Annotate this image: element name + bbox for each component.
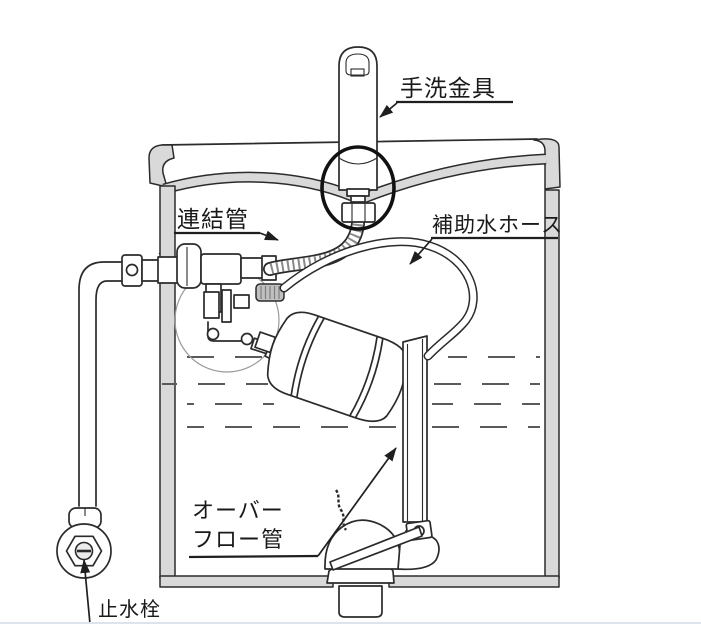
aux-hose-core bbox=[281, 238, 477, 359]
connecting-pipe-hose bbox=[263, 217, 365, 276]
wall-pass-through bbox=[157, 256, 179, 284]
label-renketsukan-arrow bbox=[259, 230, 279, 241]
pilot-part bbox=[233, 294, 250, 309]
supply-pipe-outer-line bbox=[78, 261, 127, 507]
knurl-lines bbox=[260, 286, 280, 299]
flapper-chain bbox=[334, 489, 348, 531]
hex-nut-facets bbox=[351, 203, 366, 222]
tank-body bbox=[159, 185, 560, 588]
label-hojosui-hose: 補助水ホース bbox=[409, 214, 563, 265]
lid-band-right bbox=[362, 155, 547, 202]
pilot-part bbox=[203, 291, 220, 319]
fill-valve-outlet bbox=[240, 257, 264, 279]
label-overflow-line2: フロー管 bbox=[192, 527, 284, 552]
flush-valve-flapper bbox=[324, 489, 440, 618]
spout-washer bbox=[350, 195, 366, 203]
supply-pipe-inner-line bbox=[95, 280, 127, 507]
tank-floor-right bbox=[388, 575, 560, 588]
tank-right-wall bbox=[544, 189, 560, 579]
overflow-pipe-walls bbox=[406, 339, 424, 521]
handwash-spout bbox=[320, 46, 396, 231]
pilot-part bbox=[221, 289, 232, 323]
pilot-pivot bbox=[240, 332, 254, 346]
lid-right-cap bbox=[533, 138, 561, 190]
fill-valve-flange bbox=[176, 243, 202, 289]
label-overflow-pipe: オーバー フロー管 bbox=[188, 447, 397, 559]
label-renketsukan-text: 連結管 bbox=[177, 206, 249, 232]
label-overflow-line1: オーバー bbox=[192, 498, 284, 523]
page-edge-line bbox=[0, 622, 701, 624]
label-overflow-arrow bbox=[317, 447, 397, 557]
spout-locknut bbox=[346, 188, 370, 197]
overflow-pipe bbox=[402, 335, 428, 523]
tank-floor-left bbox=[159, 575, 334, 588]
water-level-dashes bbox=[162, 355, 540, 429]
corrugated-hose-ridges bbox=[268, 223, 364, 275]
label-hojosui-arrow bbox=[409, 238, 433, 265]
spout-base-arc bbox=[338, 157, 378, 165]
lid-left-cap bbox=[148, 144, 175, 188]
label-shisuisen: 止水栓 bbox=[80, 559, 161, 625]
tank-lid bbox=[148, 138, 561, 255]
label-handwash-text: 手洗金具 bbox=[400, 75, 496, 101]
overflow-pipe-tube bbox=[402, 335, 428, 523]
spout-hex-nut bbox=[341, 202, 376, 223]
label-overflow-underline bbox=[188, 554, 319, 559]
stop-valve bbox=[56, 507, 112, 579]
spout-mouth-arc bbox=[345, 53, 370, 76]
fitting-highlight-circle bbox=[320, 145, 396, 231]
label-shisuisen-text: 止水栓 bbox=[98, 598, 161, 621]
supply-nut-detail bbox=[125, 263, 139, 277]
spout-outlet bbox=[350, 68, 365, 77]
lid-band-left bbox=[162, 173, 354, 200]
float-ball-bands bbox=[290, 315, 384, 419]
spout-tube bbox=[338, 46, 378, 191]
tank-left-wall bbox=[159, 185, 176, 579]
auxiliary-water-hose bbox=[279, 237, 478, 361]
label-handwash-arrow bbox=[379, 102, 398, 118]
flapper-arm bbox=[329, 526, 423, 571]
float-ball bbox=[254, 311, 408, 423]
fill-valve-body bbox=[200, 253, 242, 285]
label-hojosui-text: 補助水ホース bbox=[432, 214, 563, 237]
float-ball-body bbox=[266, 311, 408, 423]
label-handwash: 手洗金具 bbox=[379, 75, 513, 118]
drain-outlet bbox=[338, 585, 383, 618]
pilot-pivot bbox=[206, 327, 220, 341]
label-shisuisen-arrow bbox=[80, 559, 91, 625]
label-renketsukan: 連結管 bbox=[174, 206, 279, 241]
